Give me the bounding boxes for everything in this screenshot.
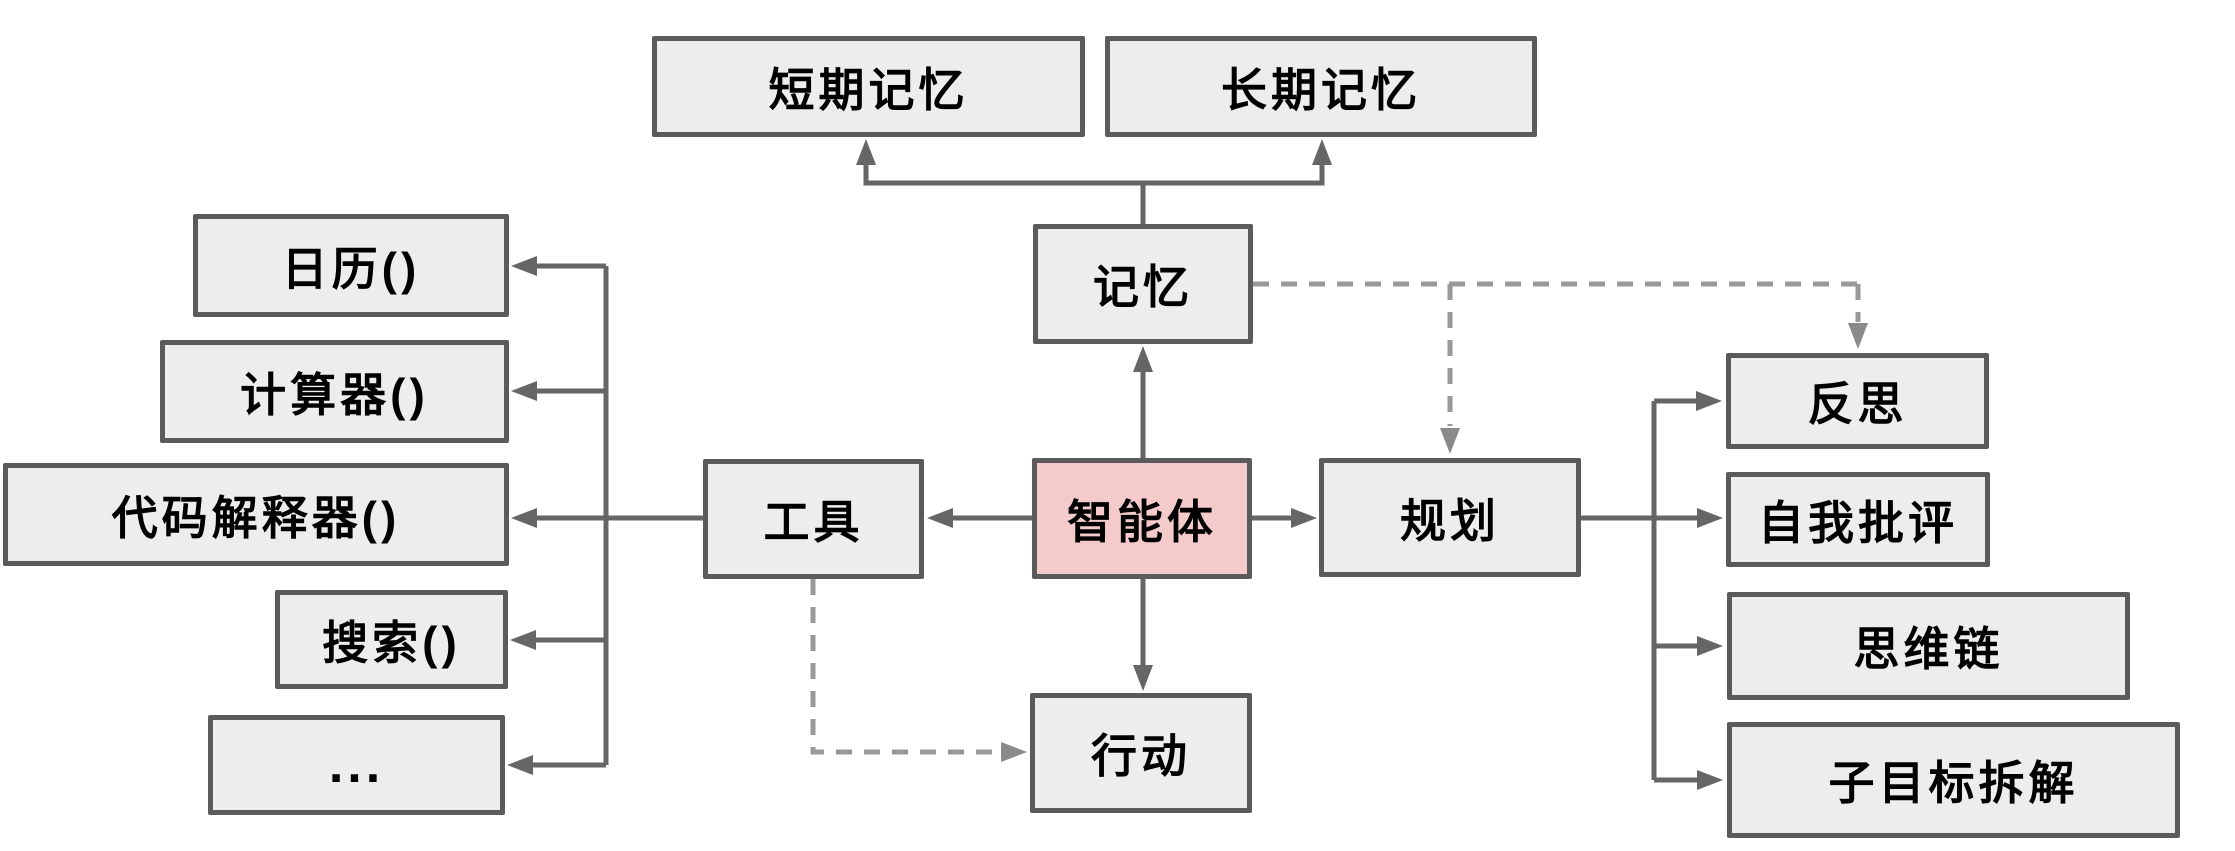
node-label: 反思 xyxy=(1807,378,1908,430)
edge-memory-to-long-term-arrow xyxy=(1143,139,1332,186)
edge-agent-to-planning-arrow xyxy=(1252,508,1317,528)
arrowhead-to-reflection xyxy=(1696,391,1722,411)
node-subgoal-decomposition: 子目标拆解 xyxy=(1727,722,2180,838)
arrowhead-to-reflection-dashed xyxy=(1848,323,1868,349)
node-label: 行动 xyxy=(1091,730,1191,782)
node-memory: 记忆 xyxy=(1033,224,1253,344)
arrowhead-to-planning-dashed xyxy=(1440,428,1460,454)
node-planning: 规划 xyxy=(1319,458,1581,577)
arrowhead-to-search xyxy=(510,630,536,650)
node-calculator: 计算器() xyxy=(160,340,509,443)
node-action: 行动 xyxy=(1030,693,1252,813)
node-label: 长期记忆 xyxy=(1221,63,1421,116)
node-label: 自我批评 xyxy=(1758,496,1958,549)
edge-agent-to-action-arrow xyxy=(1133,579,1153,691)
node-self-critique: 自我批评 xyxy=(1726,472,1990,567)
arrowhead-to-self-critique xyxy=(1697,508,1723,528)
node-search: 搜索() xyxy=(275,590,508,689)
node-label: 工具 xyxy=(763,496,864,548)
edge-memory-dashed-rail xyxy=(1253,281,1868,454)
node-label: 代码解释器() xyxy=(111,491,401,544)
node-tools: 工具 xyxy=(703,459,924,579)
node-label: ... xyxy=(328,736,385,794)
node-label: 智能体 xyxy=(1067,495,1217,548)
node-code-interpreter: 代码解释器() xyxy=(3,463,509,566)
node-agent: 智能体 xyxy=(1032,458,1252,579)
edge-agent-to-memory-arrow xyxy=(1133,346,1153,458)
node-label: 短期记忆 xyxy=(768,63,969,116)
arrowhead-to-calculator xyxy=(511,381,537,401)
node-label: 规划 xyxy=(1400,494,1500,547)
arrowhead-to-more-tools xyxy=(507,755,533,775)
edge-agent-to-tools-arrow xyxy=(927,508,1032,528)
node-label: 思维链 xyxy=(1853,623,2004,675)
edge-memory-to-short-term-arrow xyxy=(856,139,1146,224)
edge-tools-to-action-dashed xyxy=(810,579,1027,762)
node-label: 搜索() xyxy=(322,616,461,669)
arrowhead-to-action-dashed xyxy=(1001,742,1027,762)
node-reflection: 反思 xyxy=(1726,353,1989,449)
arrowhead-to-calendar xyxy=(511,256,537,276)
edge-tools-branch-trunk xyxy=(507,256,703,775)
arrowhead-to-chain-of-thought xyxy=(1697,636,1723,656)
edge-planning-branch-trunk xyxy=(1581,391,1723,790)
arrowhead-to-subgoal xyxy=(1697,770,1723,790)
node-label: 日历() xyxy=(281,242,421,295)
node-more-tools: ... xyxy=(208,715,505,815)
node-short-term-memory: 短期记忆 xyxy=(652,36,1085,137)
node-calendar: 日历() xyxy=(193,214,509,317)
node-chain-of-thought: 思维链 xyxy=(1727,592,2130,700)
node-label: 子目标拆解 xyxy=(1828,757,2079,809)
node-label: 记忆 xyxy=(1093,261,1193,313)
arrowhead-to-code-interpreter xyxy=(511,508,537,528)
node-label: 计算器() xyxy=(240,368,429,421)
node-long-term-memory: 长期记忆 xyxy=(1105,36,1537,137)
